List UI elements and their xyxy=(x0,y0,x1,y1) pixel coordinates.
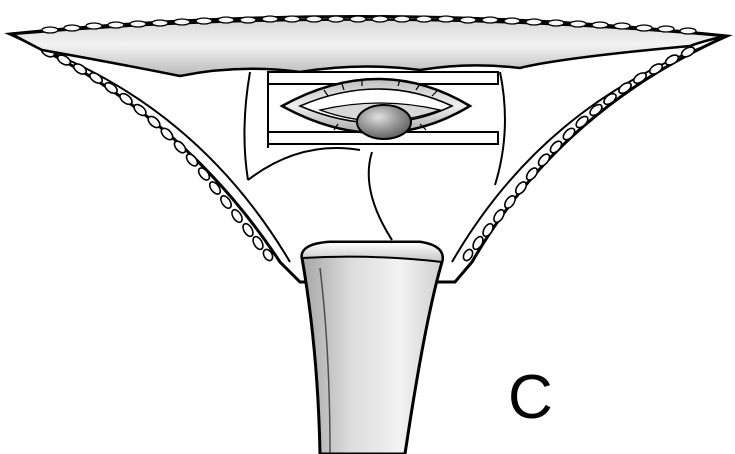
exposed-sphere xyxy=(357,105,411,139)
panel-label: C xyxy=(508,363,553,432)
retractor-handle xyxy=(302,242,443,454)
